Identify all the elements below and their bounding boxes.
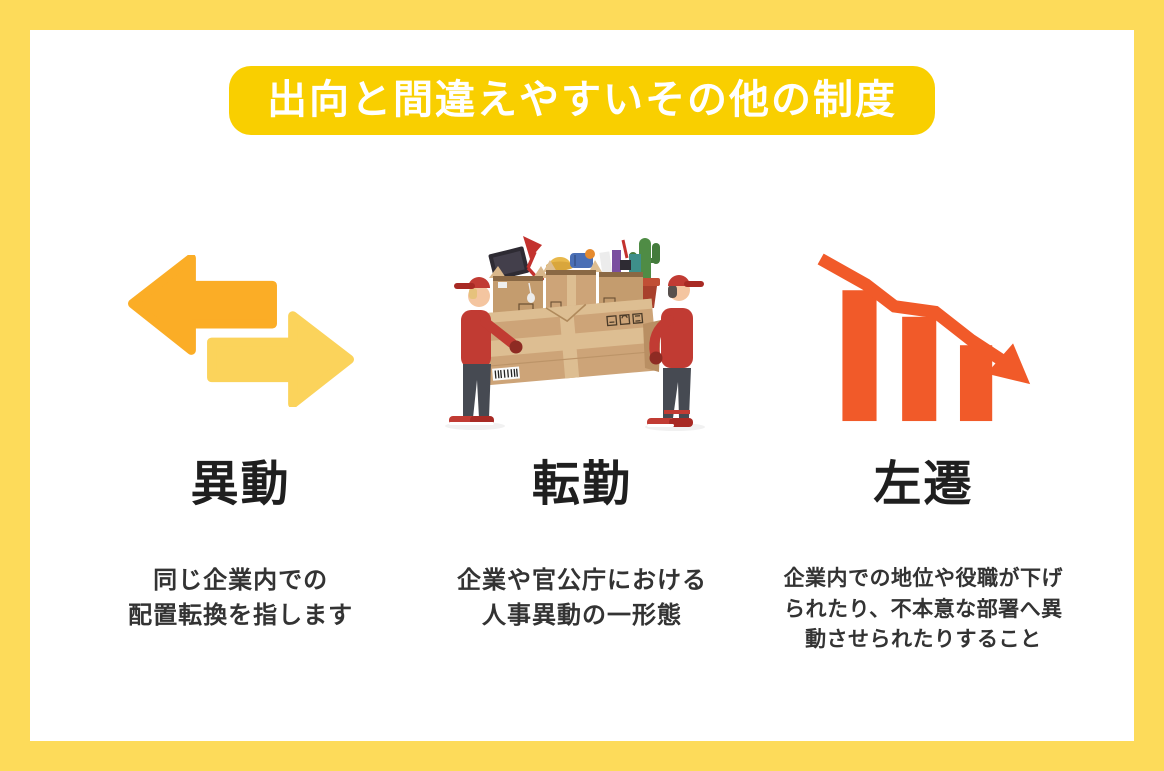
right-mover-figure <box>642 275 704 428</box>
columns-row: 異動 同じ企業内での 配置転換を指します <box>30 228 1134 656</box>
ido-description: 同じ企業内での 配置転換を指します <box>128 564 353 634</box>
sasen-description-line: られたり、不本意な部署へ異 <box>783 597 1063 621</box>
title-badge: 出向と間違えやすいその他の制度 <box>229 66 935 136</box>
column-tenkin: 転勤 企業や官公庁における 人事異動の一形態 <box>411 228 752 634</box>
large-moving-box <box>480 298 658 386</box>
ido-description-line: 同じ企業内での <box>153 567 329 595</box>
movers-carrying-box-illustration <box>444 236 705 432</box>
tenkin-description-line: 企業や官公庁における <box>456 567 707 595</box>
tenkin-heading: 転勤 <box>531 458 632 512</box>
transfer-arrows-icon <box>127 254 354 407</box>
sasen-heading: 左遷 <box>873 458 974 512</box>
ido-icon-slot <box>127 228 354 433</box>
ido-description-line: 配置転換を指します <box>128 602 354 630</box>
column-sasen: 左遷 企業内での地位や役職が下げ られたり、不本意な部署へ異 動させられたりする… <box>753 228 1094 656</box>
tenkin-icon-slot <box>443 228 721 433</box>
sasen-description: 企業内での地位や役職が下げ られたり、不本意な部署へ異 動させられたりすること <box>784 564 1064 655</box>
column-ido: 異動 同じ企業内での 配置転換を指します <box>70 228 411 634</box>
ido-heading: 異動 <box>190 458 291 512</box>
sasen-icon-slot <box>809 228 1037 433</box>
tenkin-description: 企業や官公庁における 人事異動の一形態 <box>457 564 707 634</box>
declining-bar-chart-icon <box>817 253 1031 421</box>
page-title: 出向と間違えやすいその他の制度 <box>267 78 897 122</box>
sasen-description-line: 動させられたりすること <box>805 628 1042 652</box>
tenkin-description-line: 人事異動の一形態 <box>481 602 682 630</box>
sasen-description-line: 企業内での地位や役職が下げ <box>783 567 1064 591</box>
left-mover-figure <box>448 277 523 426</box>
content-panel: 出向と間違えやすいその他の制度 異動 同じ企業内での 配置転換を指します <box>30 30 1134 741</box>
